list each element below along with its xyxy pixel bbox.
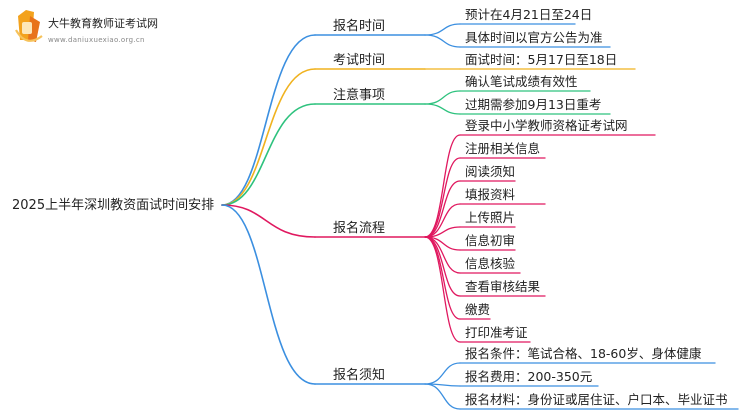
leaf-item: 报名材料：身份证或居住证、户口本、毕业证书 bbox=[465, 392, 728, 407]
root-branch-connector bbox=[221, 68, 316, 206]
branch-leaf-connector bbox=[424, 157, 461, 238]
leaf-item: 打印准考证 bbox=[465, 325, 528, 340]
root-branch-connector bbox=[221, 103, 316, 206]
branch-exam-time: 考试时间 面试时间：5月17日至18日 bbox=[333, 52, 617, 68]
branch-registration-time: 报名时间 预计在4月21日至24日 具体时间以官方公告为准 bbox=[333, 7, 603, 45]
branch-leaf-connector bbox=[424, 203, 461, 238]
leaf-item: 预计在4月21日至24日 bbox=[465, 7, 592, 22]
leaf-item: 查看审核结果 bbox=[465, 279, 541, 294]
leaf-item: 报名费用：200-350元 bbox=[465, 369, 592, 384]
branch-leaf-connector bbox=[424, 90, 461, 105]
branch-registration-notice: 报名须知 报名条件：笔试合格、18-60岁、身体健康 报名费用：200-350元… bbox=[333, 346, 728, 407]
leaf-item: 确认笔试成绩有效性 bbox=[465, 74, 578, 89]
branch-leaf-connector bbox=[424, 23, 461, 36]
leaf-item: 阅读须知 bbox=[465, 164, 515, 179]
branch-leaf-connector bbox=[424, 383, 461, 410]
connector-lines bbox=[221, 23, 739, 410]
branch-label: 考试时间 bbox=[333, 53, 385, 68]
leaf-item: 报名条件：笔试合格、18-60岁、身体健康 bbox=[465, 346, 702, 361]
leaf-item: 缴费 bbox=[465, 302, 490, 317]
leaf-item: 填报资料 bbox=[465, 187, 516, 202]
branch-leaf-connector bbox=[424, 362, 461, 385]
leaf-item: 注册相关信息 bbox=[465, 141, 540, 156]
logo-url: www.daniuxuexiao.org.cn bbox=[48, 36, 145, 44]
branch-label: 注意事项 bbox=[333, 87, 385, 103]
root-branch-connector bbox=[221, 34, 316, 206]
leaf-item: 信息初审 bbox=[465, 233, 515, 248]
logo: 大牛教育教师证考试网 www.daniuxuexiao.org.cn bbox=[15, 10, 158, 44]
leaf-item: 面试时间：5月17日至18日 bbox=[465, 52, 617, 67]
branch-label: 报名须知 bbox=[333, 367, 385, 383]
root-branch-connector bbox=[221, 204, 316, 238]
leaf-item: 登录中小学教师资格证考试网 bbox=[465, 118, 628, 133]
branch-leaf-connector bbox=[424, 103, 461, 115]
branch-leaf-connector bbox=[424, 134, 461, 238]
leaf-item: 信息核验 bbox=[465, 256, 516, 271]
leaf-item: 过期需参加9月13日重考 bbox=[465, 97, 601, 112]
branch-notes: 注意事项 确认笔试成绩有效性 过期需参加9月13日重考 bbox=[333, 74, 601, 112]
branch-leaf-connector bbox=[424, 236, 461, 343]
branch-leaf-connector bbox=[424, 34, 461, 48]
branch-label: 报名流程 bbox=[333, 220, 385, 236]
leaf-item: 上传照片 bbox=[465, 210, 515, 225]
root-branch-connector bbox=[221, 204, 316, 385]
logo-title: 大牛教育教师证考试网 bbox=[48, 16, 158, 30]
branch-label: 报名时间 bbox=[333, 18, 385, 34]
root-topic: 2025上半年深圳教资面试时间安排 bbox=[12, 197, 214, 213]
leaf-item: 具体时间以官方公告为准 bbox=[465, 30, 603, 45]
branch-registration-process: 报名流程 登录中小学教师资格证考试网 注册相关信息 阅读须知 填报资料 上传照片… bbox=[333, 118, 628, 340]
logo-icon bbox=[15, 10, 43, 42]
